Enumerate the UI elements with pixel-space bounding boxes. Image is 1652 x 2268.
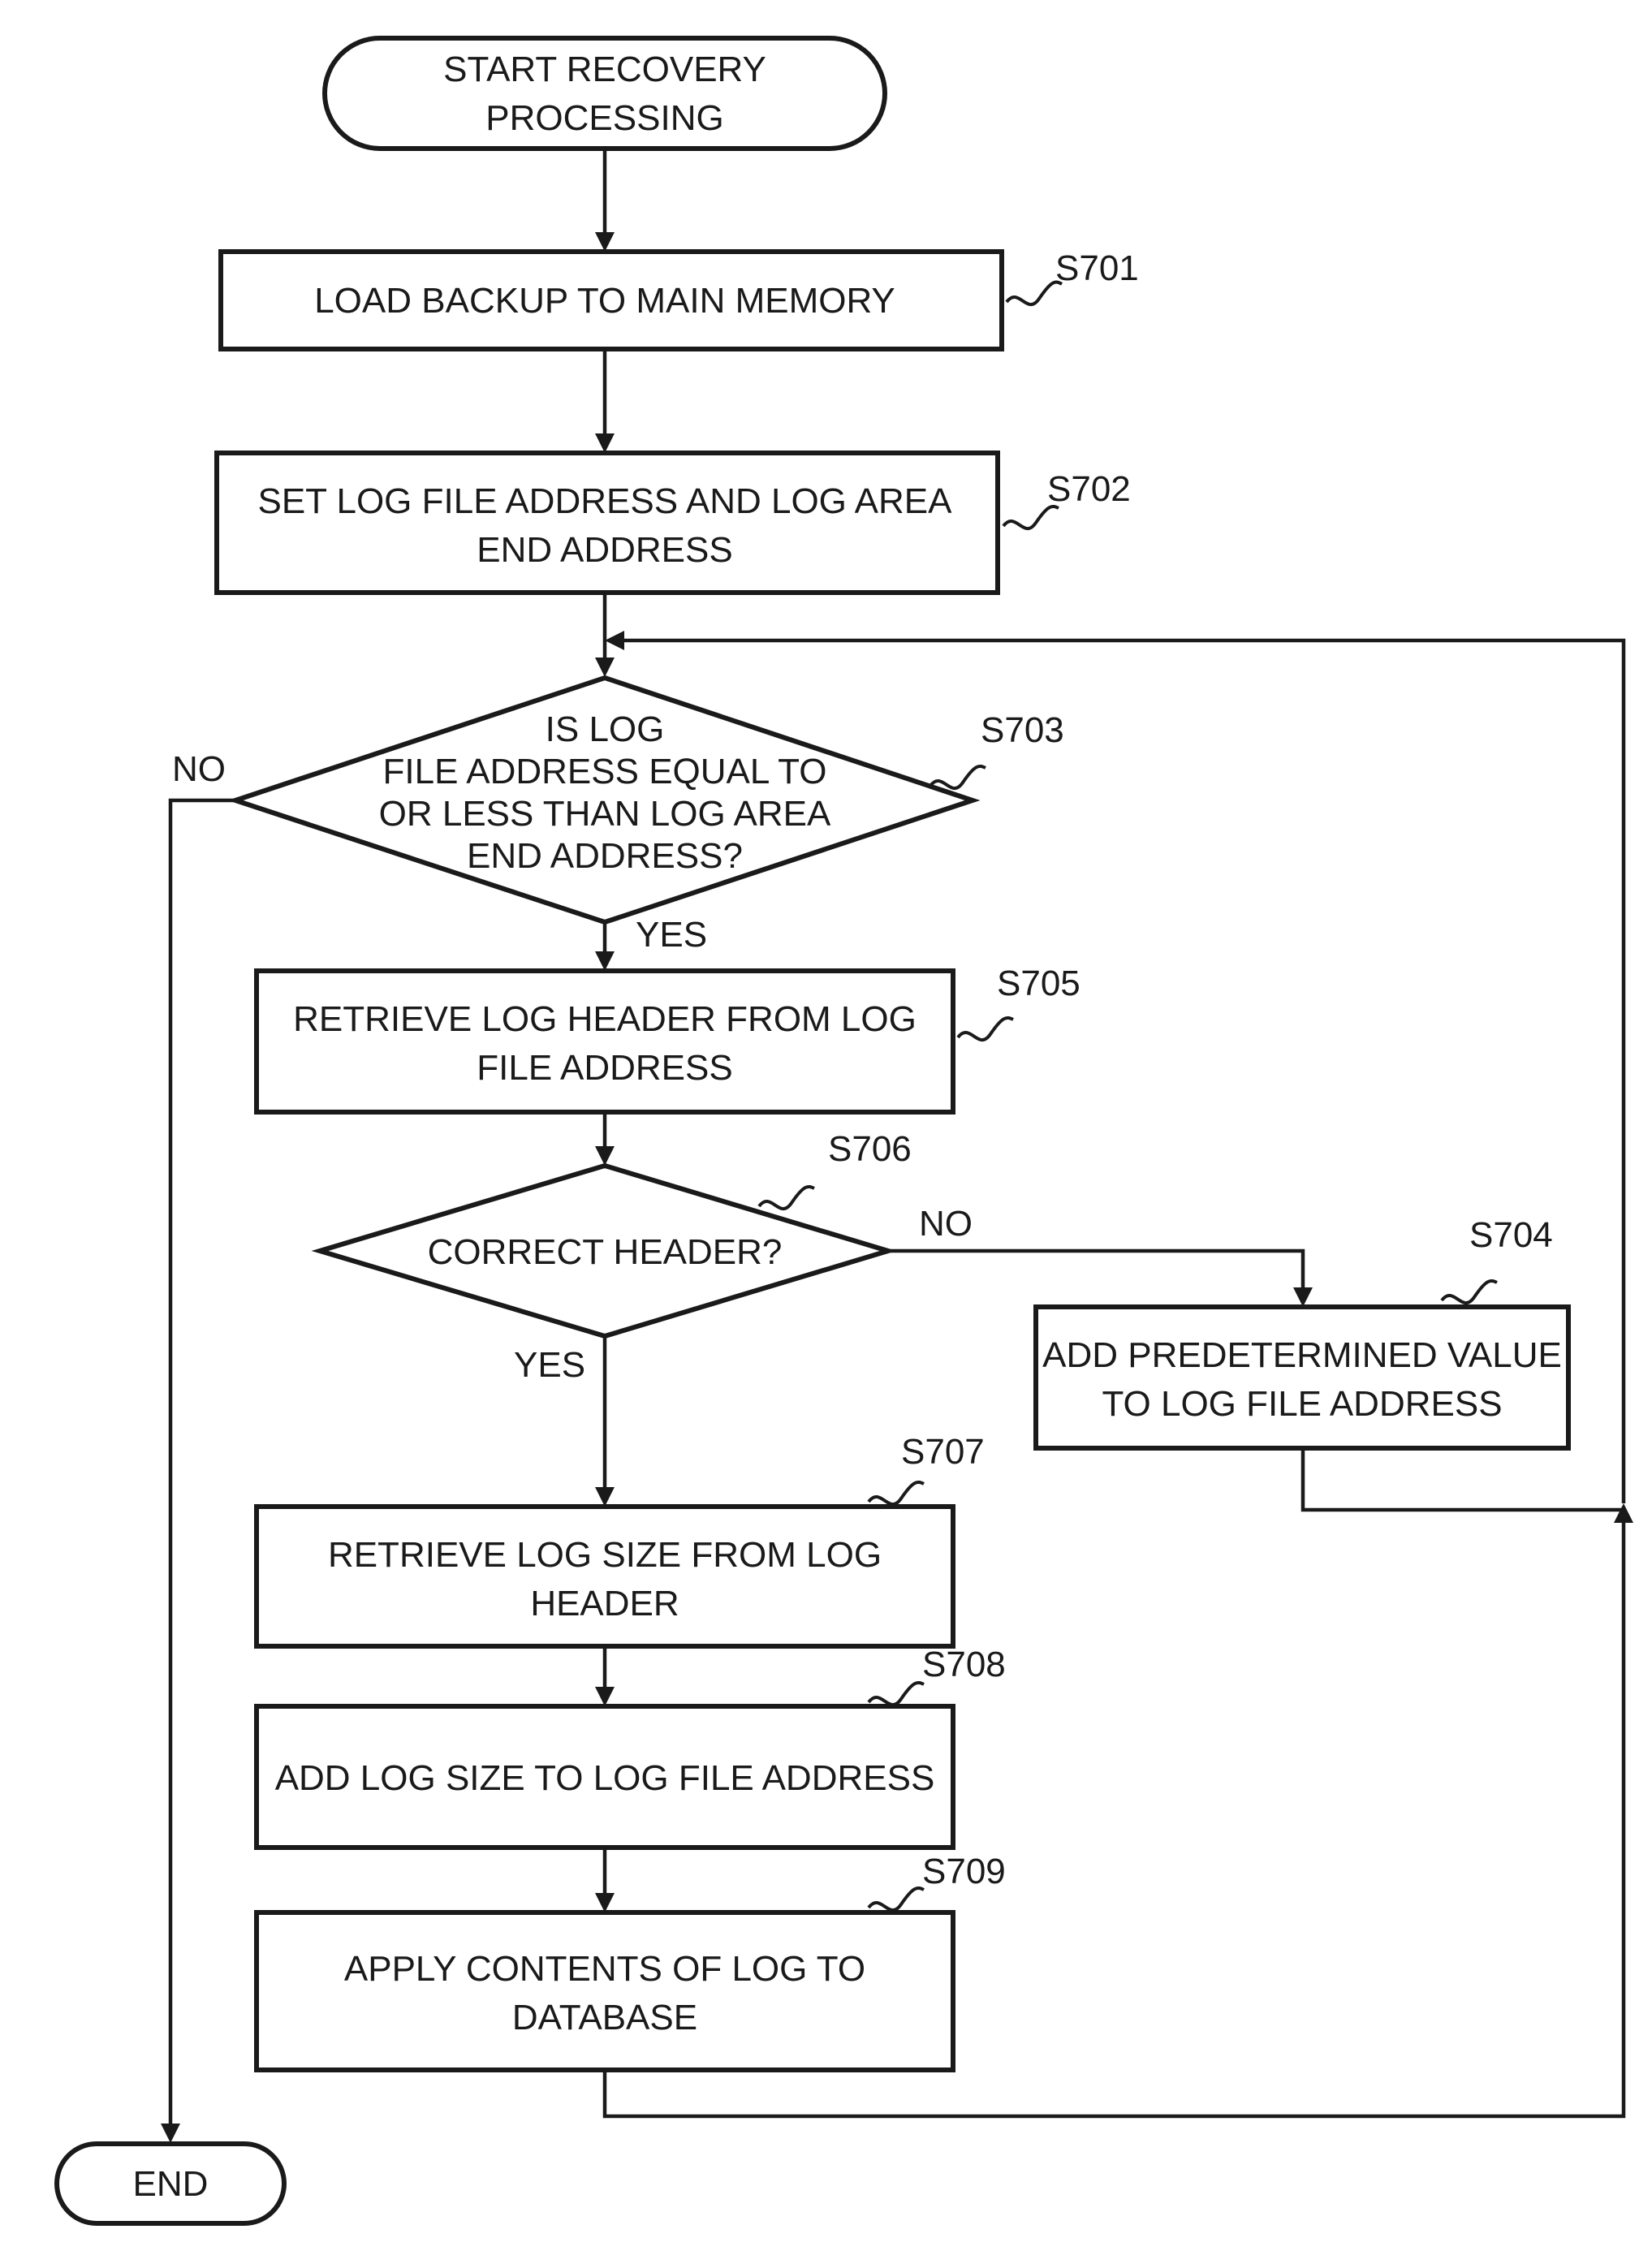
arrowhead-s701 — [595, 232, 615, 252]
arrowhead-s705 — [595, 951, 615, 971]
leader-s702 — [1003, 507, 1059, 528]
arrowhead-s703 — [595, 658, 615, 677]
leader-s706 — [759, 1187, 814, 1209]
arrowhead-loop-merge — [1614, 1503, 1633, 1523]
step-s709-box — [257, 1912, 953, 2070]
step-s702: SET LOG FILE ADDRESS AND LOG AREA END AD… — [217, 453, 998, 593]
step-s704: ADD PREDETERMINED VALUE TO LOG FILE ADDR… — [1036, 1307, 1568, 1448]
connector-s706-s704 — [887, 1251, 1303, 1291]
end-terminal: END — [57, 2144, 284, 2223]
arrowhead-s709 — [595, 1893, 615, 1912]
arrowhead-s706 — [595, 1146, 615, 1166]
leader-s705 — [958, 1018, 1013, 1040]
connector-s704-loop — [1303, 1449, 1624, 1510]
step-label-s701: S701 — [1055, 248, 1139, 288]
step-s705: RETRIEVE LOG HEADER FROM LOG FILE ADDRES… — [257, 971, 953, 1112]
arrowhead-s708 — [595, 1687, 615, 1706]
leader-s709 — [869, 1888, 924, 1910]
step-label-s702: S702 — [1047, 469, 1131, 509]
step-s709: APPLY CONTENTS OF LOG TO DATABASE — [257, 1912, 953, 2070]
step-s704-text-line-2: TO LOG FILE ADDRESS — [1102, 1384, 1502, 1424]
step-label-s707: S707 — [901, 1432, 985, 1472]
step-s705-box — [257, 971, 953, 1112]
step-label-s704: S704 — [1469, 1215, 1553, 1255]
step-s701: LOAD BACKUP TO MAIN MEMORY — [221, 252, 1002, 349]
step-s709-text-line-1: APPLY CONTENTS OF LOG TO — [344, 1949, 865, 1989]
step-label-s705: S705 — [997, 964, 1080, 1003]
start-text-line-2: PROCESSING — [485, 98, 723, 138]
step-label-s709: S709 — [922, 1852, 1006, 1891]
leader-s708 — [869, 1683, 924, 1705]
start-terminal: START RECOVERY PROCESSING — [325, 38, 885, 149]
step-s702-text-line-1: SET LOG FILE ADDRESS AND LOG AREA — [257, 481, 952, 521]
arrowhead-s707 — [595, 1487, 615, 1507]
decision-s703-text-line-4: END ADDRESS? — [467, 836, 743, 876]
branch-label-s706-no: NO — [919, 1204, 973, 1244]
step-s704-box — [1036, 1307, 1568, 1448]
leader-s701 — [1007, 282, 1062, 305]
end-text: END — [133, 2164, 209, 2204]
step-label-s703: S703 — [981, 710, 1064, 750]
leader-s707 — [869, 1482, 924, 1504]
leader-s704 — [1442, 1281, 1497, 1303]
step-s709-text-line-2: DATABASE — [512, 1998, 697, 2037]
leader-s703 — [930, 766, 986, 788]
step-s701-text-line-1: LOAD BACKUP TO MAIN MEMORY — [314, 281, 895, 321]
step-label-s708: S708 — [922, 1645, 1006, 1684]
arrowhead-loop-return — [605, 631, 624, 650]
arrowhead-s702 — [595, 433, 615, 453]
decision-s703-text-line-1: IS LOG — [546, 709, 665, 749]
branch-label-s706-yes: YES — [514, 1345, 585, 1385]
decision-s703-text-line-2: FILE ADDRESS EQUAL TO — [383, 752, 827, 791]
branch-label-s703-no: NO — [172, 749, 226, 789]
step-s705-text-line-2: FILE ADDRESS — [477, 1048, 732, 1088]
step-s708: ADD LOG SIZE TO LOG FILE ADDRESS — [257, 1706, 953, 1848]
step-s705-text-line-1: RETRIEVE LOG HEADER FROM LOG — [293, 999, 917, 1039]
start-text-line-1: START RECOVERY — [443, 50, 766, 89]
decision-s706-text-line-1: CORRECT HEADER? — [428, 1232, 783, 1272]
step-label-s706: S706 — [828, 1129, 912, 1169]
connector-s703-end — [170, 800, 235, 2127]
arrowhead-end — [161, 2124, 180, 2143]
step-s704-text-line-1: ADD PREDETERMINED VALUE — [1042, 1335, 1562, 1375]
step-s702-box — [217, 453, 998, 593]
step-s707-text-line-1: RETRIEVE LOG SIZE FROM LOG — [328, 1535, 882, 1575]
arrowhead-s704 — [1293, 1287, 1313, 1307]
decision-s703: IS LOG FILE ADDRESS EQUAL TO OR LESS THA… — [235, 678, 973, 922]
decision-s703-text-line-3: OR LESS THAN LOG AREA — [379, 794, 831, 834]
step-s707-box — [257, 1507, 953, 1646]
step-s707-text-line-2: HEADER — [530, 1584, 679, 1623]
step-s708-text-line-1: ADD LOG SIZE TO LOG FILE ADDRESS — [275, 1758, 935, 1798]
step-s707: RETRIEVE LOG SIZE FROM LOG HEADER — [257, 1507, 953, 1646]
branch-label-s703-yes: YES — [636, 915, 707, 955]
step-s702-text-line-2: END ADDRESS — [477, 530, 732, 570]
